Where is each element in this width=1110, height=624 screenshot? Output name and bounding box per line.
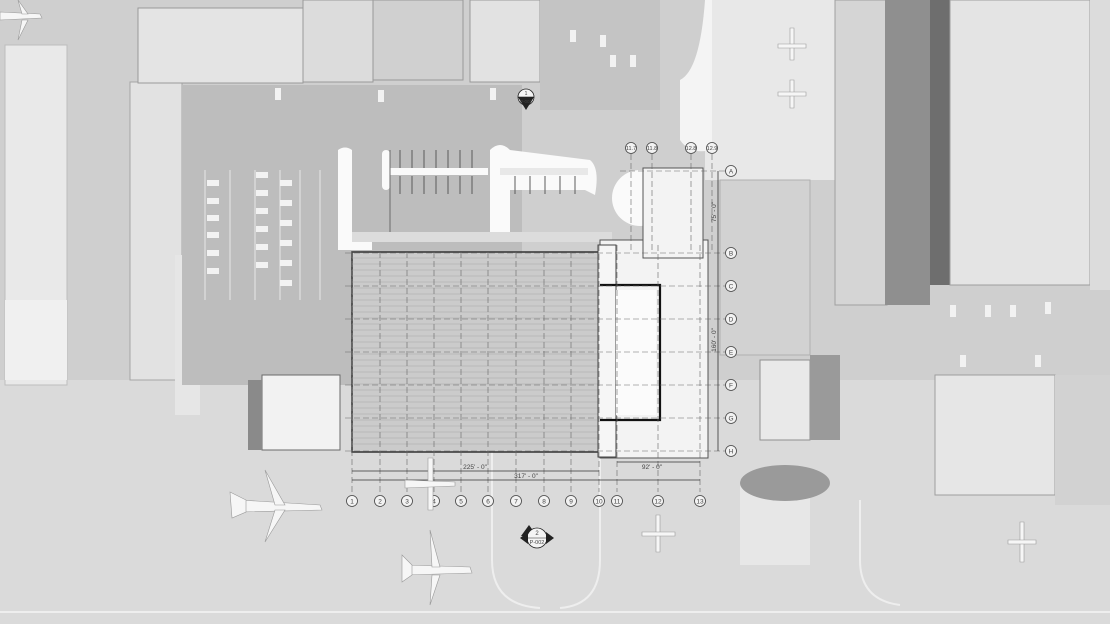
grid-label-col-10: 10 (595, 499, 603, 506)
fuel-farm (759, 359, 811, 441)
grid-label-row-f: F (729, 383, 733, 390)
left-hangar-roof-lower (5, 300, 67, 380)
grid-label-col-5: 5 (459, 499, 463, 506)
grid-label-col-12: 12 (654, 499, 662, 506)
north-annex (642, 167, 704, 259)
aircraft-icon (777, 27, 807, 109)
hangar-roof-hatching (352, 257, 600, 445)
top-building-3 (372, 0, 464, 81)
right-hangar-lower-2 (1055, 375, 1110, 505)
right-hangar-large (949, 0, 1091, 286)
grid-label-row-b: B (729, 251, 733, 258)
view-marker-north: 1 P-002 (517, 88, 535, 110)
aircraft-icon (1007, 521, 1037, 563)
grass-island (740, 465, 830, 501)
grid-label-col-13: 13 (696, 499, 704, 506)
dimension-annex-width: 92' - 0" (642, 464, 663, 471)
right-apron-top (705, 0, 835, 180)
parking-lot-top (540, 0, 660, 110)
dimension-vertical-lower: 160' - 0" (711, 327, 718, 351)
top-building-2 (302, 0, 374, 83)
grid-label-col-6: 6 (486, 499, 490, 506)
aircraft-icon (0, 0, 43, 41)
aircraft-icon (401, 529, 473, 606)
grid-label-col-7: 7 (514, 499, 518, 506)
grid-label-top-11-7: 11.7 (626, 146, 636, 152)
office-interior (616, 290, 656, 415)
existing-building (261, 374, 341, 451)
building-shadow (930, 0, 950, 285)
grid-label-col-9: 9 (569, 499, 573, 506)
grid-label-row-h: H (729, 449, 734, 456)
hangar-door-pocket (597, 244, 617, 458)
view-marker-south: 2 P-002 (520, 525, 554, 549)
taxi-lines (0, 420, 1110, 613)
grid-label-top-12-8: 12.8 (686, 146, 697, 152)
grid-label-col-3: 3 (405, 499, 409, 506)
view-marker-south-sheet: P-002 (530, 540, 545, 546)
dimension-vertical-upper: 75' - 0" (711, 201, 718, 222)
grid-label-top-12-9: 12.9 (707, 146, 718, 152)
grid-label-row-e: E (729, 350, 734, 357)
grid-label-col-1: 1 (350, 499, 354, 506)
grid-label-row-g: G (728, 416, 733, 423)
view-marker-south-number: 2 (535, 531, 539, 537)
top-building-4 (469, 0, 541, 83)
aircraft-icon (229, 469, 323, 543)
parking-stripes (204, 170, 321, 300)
aircraft-icon (641, 514, 676, 553)
aircraft-icon (404, 457, 456, 511)
right-hangar-narrow (834, 0, 888, 306)
dimension-hangar-width: 225' - 0" (463, 464, 487, 471)
top-left-building (137, 7, 304, 84)
row-grid-lines (345, 170, 725, 452)
grid-label-top-11-8: 11.8 (647, 146, 657, 152)
grid-label-col-11: 11 (614, 499, 621, 506)
parked-cars (207, 30, 1051, 367)
right-building-mid (719, 179, 811, 356)
grid-label-row-d: D (729, 317, 734, 324)
grid-label-row-a: A (729, 169, 734, 176)
right-edge-building (1090, 0, 1110, 290)
view-marker-north-sheet: P-002 (520, 99, 533, 104)
dimension-total-width: 317' - 0" (514, 473, 538, 480)
grid-bubbles (346, 142, 737, 507)
existing-building-shadow (248, 380, 262, 450)
grid-label-col-8: 8 (542, 499, 546, 506)
office-outline (600, 283, 662, 422)
grass-strip (885, 0, 930, 305)
right-hangar-lower (934, 374, 1056, 496)
view-marker-north-number: 1 (525, 91, 528, 97)
grid-label-row-c: C (729, 284, 734, 291)
grid-label-col-2: 2 (378, 499, 382, 506)
grid-label-col-4: 4 (432, 499, 436, 506)
grass-patch-right (810, 355, 840, 440)
left-hangar-2 (129, 81, 183, 381)
